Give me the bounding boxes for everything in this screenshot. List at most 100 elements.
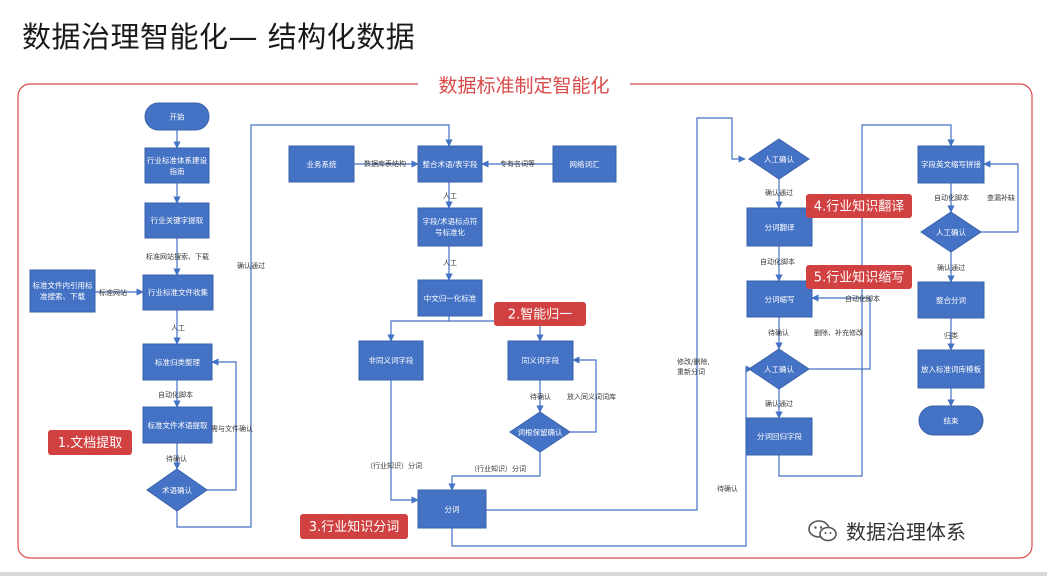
node-end: 结束 <box>918 405 984 436</box>
node-manual3: 人工确认 <box>920 211 982 253</box>
page-title: 数据治理智能化— 结构化数据 <box>22 20 416 54</box>
node-manual2-label: 人工确认 <box>764 364 794 374</box>
edge-label-add-syn: 放入同义词词库 <box>567 392 616 401</box>
node-refstd: 标准文件内引用标 准搜索、下载 <box>29 269 96 313</box>
node-start-label: 开始 <box>170 112 185 122</box>
node-refstd-label-2: 准搜索、下载 <box>40 291 85 301</box>
edge-label-seg-know-b: （行业知识）分词 <box>470 464 526 473</box>
node-cn-norm: 中文归一化标准 <box>417 279 483 317</box>
node-reserve: 词根保留确认 <box>509 411 571 453</box>
edge-label-manual-c: 人工 <box>443 259 457 267</box>
node-backfill-label: 分词回归字段 <box>757 431 802 441</box>
edge-label-pending-d: 待确认 <box>768 328 789 337</box>
badge-doc-extract: 1.文档提取 <box>48 430 132 455</box>
edge-label-classify-b: 归类 <box>944 331 958 340</box>
bottom-bar <box>0 572 1047 576</box>
node-abbrev: 分词缩写 <box>746 280 813 318</box>
watermark-text: 数据治理体系 <box>846 520 966 544</box>
node-extract-label: 标准文件术语提取 <box>148 420 208 430</box>
watermark: 数据治理体系 <box>808 516 966 545</box>
edge-label-std-search: 标准网站搜索、下载 <box>146 252 209 261</box>
edge-label-auto-script-d: 自动化脚本 <box>934 193 969 202</box>
badge-industry-translate: 4.行业知识翻译 <box>806 194 912 218</box>
node-backfill: 分词回归字段 <box>746 417 813 456</box>
node-template-label: 放入标准词库模板 <box>921 364 981 374</box>
node-punct-label-2: 号标准化 <box>435 227 465 237</box>
edge-label-modify: 修改/删除, <box>677 357 710 366</box>
node-non-syn: 非同义词字段 <box>358 340 424 381</box>
node-translate: 分词翻译 <box>746 207 813 247</box>
node-segment-label: 分词 <box>445 505 460 514</box>
node-template: 放入标准词库模板 <box>917 349 985 389</box>
node-concat-label: 字段英文缩写拼接 <box>921 159 981 169</box>
edge-label-auto-script-c: 自动化脚本 <box>845 294 880 303</box>
node-guide-label-2: 指南 <box>170 166 185 176</box>
node-non-syn-label: 非同义词字段 <box>369 355 414 365</box>
node-end-label: 结束 <box>944 416 959 426</box>
node-concat: 字段英文缩写拼接 <box>917 145 985 184</box>
node-net-vocab: 网络词汇 <box>552 145 617 183</box>
edge-label-proper-noun: 专有名词等 <box>500 159 535 168</box>
node-manual1-label: 人工确认 <box>764 154 794 164</box>
edge-label-manual-a: 人工 <box>171 324 185 332</box>
node-start: 开始 <box>144 102 210 131</box>
edge-label-auto-script-b: 自动化脚本 <box>760 257 795 266</box>
node-biz-sys-label: 业务系统 <box>307 159 337 169</box>
node-collect: 行业标准文件收集 <box>142 274 214 311</box>
edge-label-pending-b: 待确认 <box>530 392 551 401</box>
node-manual3-label: 人工确认 <box>936 227 966 237</box>
edge-label-pending-a: 待确认 <box>166 454 187 463</box>
edge-label-confirm-pass-c: 确认通过 <box>765 399 793 408</box>
edge-label-reseg: 重新分词 <box>677 367 705 376</box>
node-net-vocab-label: 网络词汇 <box>570 159 600 169</box>
node-refstd-label-1: 标准文件内引用标 <box>33 280 93 290</box>
edge-label-delete-fix: 删除、补充修改 <box>814 328 863 337</box>
edge-label-confirm-pass-d: 确认通过 <box>937 263 965 272</box>
node-guide-label-1: 行业标准体系建设 <box>147 155 207 165</box>
node-keyword-label: 行业关键字提取 <box>151 215 204 225</box>
edge-label-need-file: 需与文件确认 <box>211 424 253 433</box>
frame-title: 数据标准制定智能化 <box>438 75 609 97</box>
badge-smart-normalize-label: 2.智能归一 <box>508 308 572 323</box>
node-merge-label: 整合分词 <box>936 295 966 305</box>
node-manual2: 人工确认 <box>748 348 810 390</box>
edge-label-pending-c: 待确认 <box>717 484 738 493</box>
node-collect-label: 行业标准文件收集 <box>148 287 208 297</box>
edge-label-auto-script-a: 自动化脚本 <box>158 390 193 399</box>
node-cn-norm-label: 中文归一化标准 <box>424 293 477 303</box>
badge-industry-segment-label: 3.行业知识分词 <box>309 519 399 535</box>
node-classify-label: 标准归类整理 <box>155 357 200 367</box>
badge-smart-normalize: 2.智能归一 <box>494 302 586 326</box>
node-abbrev-label: 分词缩写 <box>765 294 795 304</box>
node-extract: 标准文件术语提取 <box>142 406 213 444</box>
node-keyword: 行业关键字提取 <box>144 202 210 239</box>
badge-industry-abbrev-label: 5.行业知识缩写 <box>814 270 904 286</box>
edge-label-std-site: 标准网站 <box>99 288 127 297</box>
node-punct-label-1: 字段/术语标点符 <box>422 216 478 226</box>
badge-industry-segment: 3.行业知识分词 <box>300 514 408 539</box>
badge-industry-abbrev: 5.行业知识缩写 <box>806 265 912 289</box>
edge-label-db-struct: 数据库表结构 <box>364 159 406 168</box>
edge-label-manual-b: 人工 <box>443 192 457 200</box>
edge-labels: 标准网站搜索、下载 标准网站 人工 自动化脚本 待确认 需与文件确认 确认通过 … <box>99 159 1015 493</box>
node-guide: 行业标准体系建设 指南 <box>144 147 210 184</box>
node-integrate-label: 整合术语/表字段 <box>422 159 478 169</box>
node-classify: 标准归类整理 <box>142 343 213 381</box>
node-confirm-term-label: 术语确认 <box>162 485 192 495</box>
node-punct: 字段/术语标点符 号标准化 <box>417 207 483 247</box>
edge-label-missing: 查漏补缺 <box>987 193 1015 202</box>
edge-label-seg-know-a: （行业知识）分词 <box>366 461 422 470</box>
node-confirm-term: 术语确认 <box>146 468 208 512</box>
node-syn-label: 同义词字段 <box>522 355 560 365</box>
edge-label-confirm-pass-a: 确认通过 <box>237 261 265 270</box>
node-segment: 分词 <box>417 489 487 529</box>
node-syn: 同义词字段 <box>507 340 574 381</box>
node-manual1: 人工确认 <box>748 138 810 180</box>
badge-industry-translate-label: 4.行业知识翻译 <box>814 199 904 215</box>
node-translate-label: 分词翻译 <box>765 223 795 232</box>
edge-label-confirm-pass-b: 确认通过 <box>765 188 793 197</box>
node-merge: 整合分词 <box>917 281 985 319</box>
badge-doc-extract-label: 1.文档提取 <box>58 435 122 451</box>
node-reserve-label: 词根保留确认 <box>518 427 563 437</box>
